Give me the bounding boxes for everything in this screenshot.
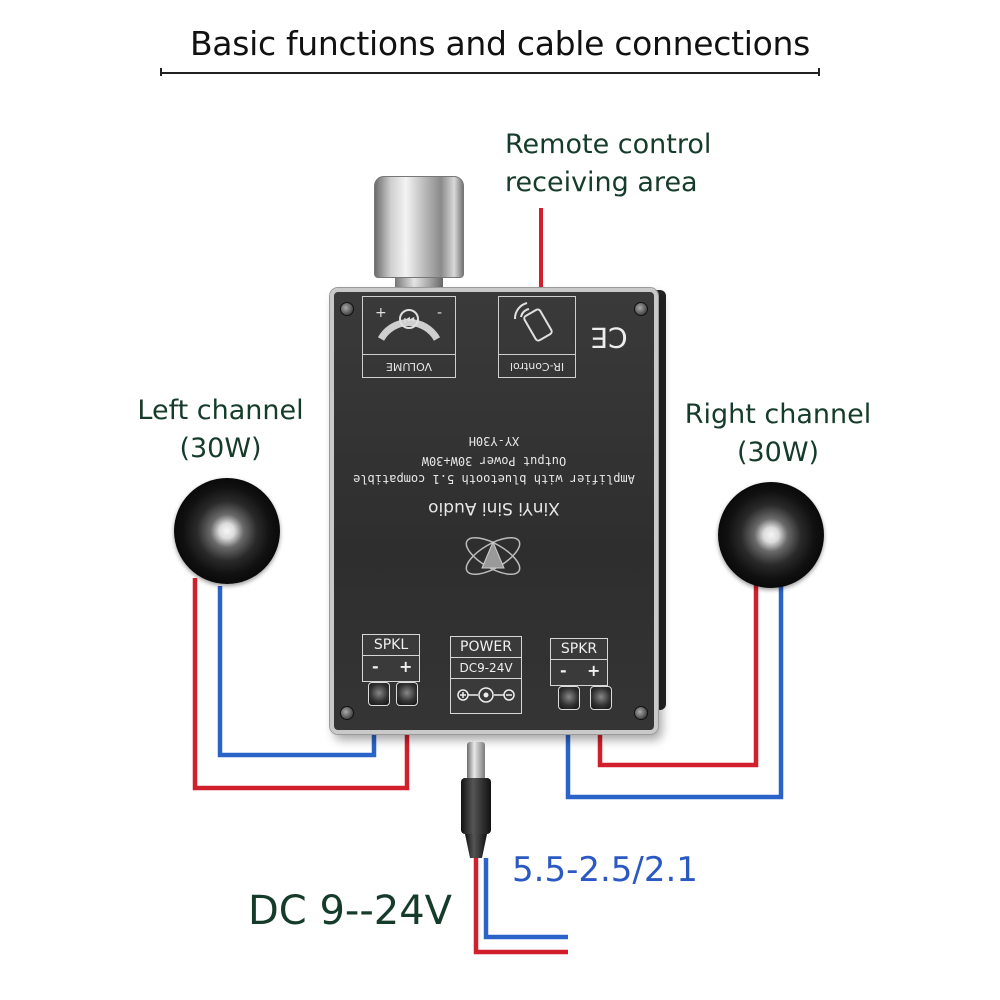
dc-voltage-label: DC 9--24V <box>248 888 453 934</box>
left-speaker-icon <box>174 478 280 584</box>
spkl-plus-sign: + <box>399 657 413 676</box>
volume-label: VOLUME <box>363 354 455 377</box>
spkr-minus-sign: - <box>560 661 567 680</box>
amplifier-board: ⏮ + - VOLUME IR-Control CE XY-Y30H Outpu… <box>330 288 658 734</box>
spkl-block: SPKL - + <box>362 634 420 682</box>
dc-red-wire <box>473 858 568 955</box>
right-red-wire <box>597 580 759 768</box>
ir-control-label: IR-Control <box>499 354 575 377</box>
remote-label-line2: receiving area <box>505 167 698 198</box>
remote-label-line1: Remote control <box>505 129 712 160</box>
remote-icon <box>513 302 553 342</box>
right-speaker-icon <box>718 482 824 588</box>
spkl-minus-terminal[interactable] <box>368 682 390 706</box>
svg-text:⏮: ⏮ <box>404 313 415 327</box>
power-rating-label: DC9-24V <box>451 658 521 679</box>
spkl-minus-sign: - <box>372 657 379 676</box>
ir-panel: IR-Control <box>498 296 576 378</box>
volume-scale-icon: ⏮ + - <box>375 305 442 341</box>
spkr-minus-terminal[interactable] <box>558 686 580 710</box>
diagram-title: Basic functions and cable connections <box>189 24 811 63</box>
plug-size-label: 5.5-2.5/2.1 <box>512 850 698 890</box>
spkl-plus-terminal[interactable] <box>396 682 418 706</box>
spkl-label: SPKL <box>363 635 419 656</box>
right-label-line2: (30W) <box>736 437 820 468</box>
volume-knob[interactable] <box>374 176 464 278</box>
remote-control-label: Remote control receiving area <box>505 126 825 202</box>
screw-top-right <box>634 302 648 316</box>
dc-plug-icon <box>461 742 491 858</box>
right-label-line1: Right channel <box>684 399 872 430</box>
brand-logo-icon <box>465 537 521 575</box>
board-model-text: XY-Y30H <box>468 434 520 448</box>
screw-top-left <box>340 302 354 316</box>
left-label-line1: Left channel <box>137 395 304 426</box>
board-brand-text: XinYi Sini Audio <box>428 498 560 518</box>
svg-text:+: + <box>375 305 387 321</box>
power-label: POWER <box>451 637 521 658</box>
spkr-block: SPKR - + <box>550 638 608 686</box>
ce-mark: CE <box>590 321 628 354</box>
right-channel-label: Right channel (30W) <box>668 396 888 472</box>
spkr-plus-sign: + <box>587 661 601 680</box>
dc-blue-wire <box>483 858 568 940</box>
right-blue-wire <box>565 578 784 800</box>
screw-bottom-left <box>340 706 354 720</box>
dc-polarity-icon <box>457 687 515 703</box>
left-label-line2: (30W) <box>179 433 262 464</box>
board-output-text: Output Power 30W+30W <box>421 454 567 468</box>
board-desc-text: Amplifier with bluetooth 5.1 compatible <box>353 472 635 486</box>
spkr-plus-terminal[interactable] <box>590 686 612 710</box>
svg-text:-: - <box>437 305 442 321</box>
left-channel-label: Left channel (30W) <box>118 392 323 468</box>
screw-bottom-right <box>634 706 648 720</box>
spkr-label: SPKR <box>551 639 607 660</box>
left-red-wire <box>192 578 410 791</box>
title-underline <box>160 68 820 76</box>
power-block: POWER DC9-24V <box>450 636 522 714</box>
volume-panel: ⏮ + - VOLUME <box>362 296 456 378</box>
